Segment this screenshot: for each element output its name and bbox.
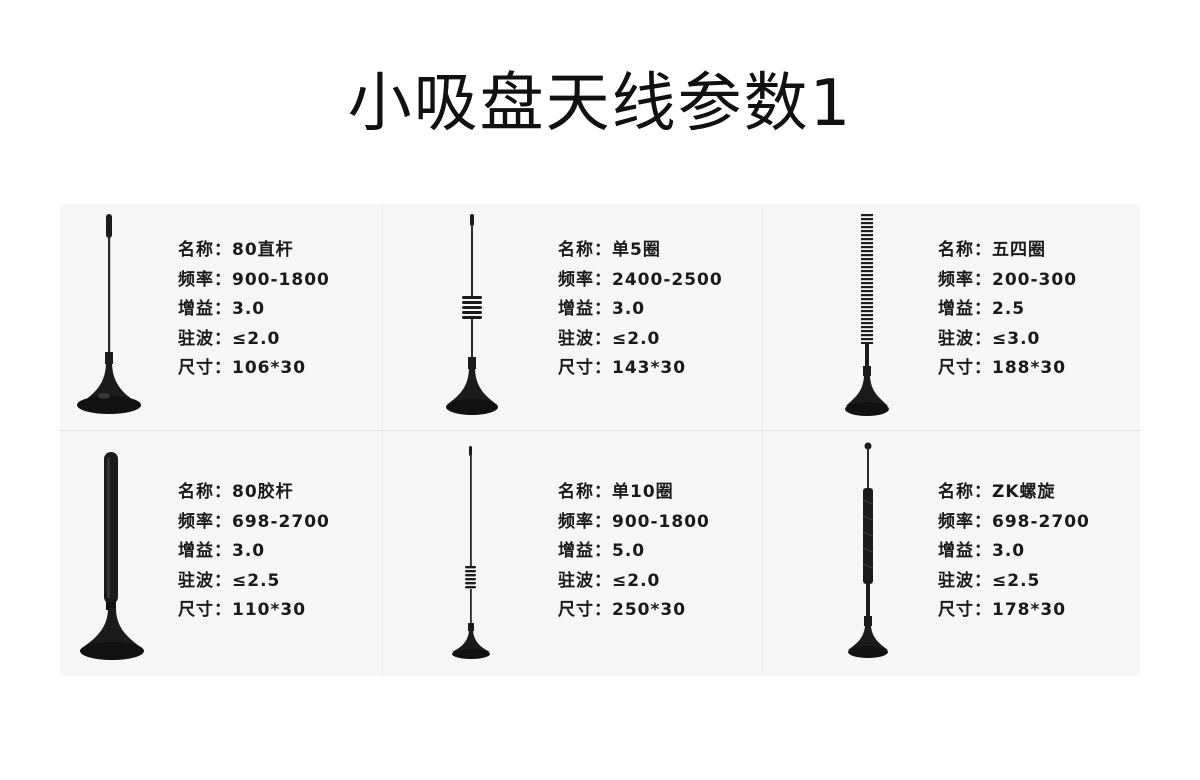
product-card-single-5-coil: 名称：单5圈 频率：2400-2500 增益：3.0 驻波：≤2.0 尺寸：14… [382,204,762,430]
spec-vswr: 驻波：≤2.5 [938,570,1041,591]
spec-frequency: 频率：200-300 [938,269,1078,290]
product-card-80-straight: 名称：80直杆 频率：900-1800 增益：3.0 驻波：≤2.0 尺寸：10… [60,204,382,430]
spiral-antenna-icon [848,442,888,658]
spec-list: 名称：五四圈 频率：200-300 增益：2.5 驻波：≤3.0 尺寸：188*… [938,236,1077,384]
page-title: 小吸盘天线参数1 [347,67,853,141]
spec-gain: 增益：5.0 [558,541,646,562]
product-card-zk-spiral: 名称：ZK螺旋 频率：698-2700 增益：3.0 驻波：≤2.5 尺寸：17… [762,430,1140,676]
spec-name: 名称：80胶杆 [178,482,294,502]
spec-frequency: 频率：2400-2500 [558,269,723,290]
product-card-80-rubber: 名称：80胶杆 频率：698-2700 增益：3.0 驻波：≤2.5 尺寸：11… [60,430,382,676]
spec-name: 名称：单5圈 [558,240,661,260]
straight-whip-antenna-icon [77,214,141,414]
rubber-rod-antenna-icon [80,452,144,660]
spec-frequency: 频率：900-1800 [558,511,710,532]
product-sheet: 名称：80直杆 频率：900-1800 增益：3.0 驻波：≤2.0 尺寸：10… [60,204,1140,676]
spec-vswr: 驻波：≤3.0 [938,328,1041,349]
row-divider [60,430,1140,431]
spec-size: 尺寸：110*30 [178,600,307,621]
spec-size: 尺寸：178*30 [938,600,1067,621]
column-divider [762,204,763,676]
spec-size: 尺寸：143*30 [558,358,687,379]
spec-list: 名称：单10圈 频率：900-1800 增益：5.0 驻波：≤2.0 尺寸：25… [558,478,710,626]
column-divider [382,204,383,676]
spec-size: 尺寸：250*30 [558,600,687,621]
spec-frequency: 频率：698-2700 [178,511,330,532]
spec-frequency: 频率：698-2700 [938,511,1090,532]
spec-size: 尺寸：106*30 [178,358,307,379]
spec-vswr: 驻波：≤2.0 [558,328,661,349]
spec-name: 名称：ZK螺旋 [938,482,1056,502]
spec-list: 名称：80直杆 频率：900-1800 增益：3.0 驻波：≤2.0 尺寸：10… [178,236,330,384]
spec-frequency: 频率：900-1800 [178,269,330,290]
spec-vswr: 驻波：≤2.0 [178,328,281,349]
spec-vswr: 驻波：≤2.5 [178,570,281,591]
spec-list: 名称：单5圈 频率：2400-2500 增益：3.0 驻波：≤2.0 尺寸：14… [558,236,723,384]
product-card-5-4-coil: 名称：五四圈 频率：200-300 增益：2.5 驻波：≤3.0 尺寸：188*… [762,204,1140,430]
spec-vswr: 驻波：≤2.0 [558,570,661,591]
spec-list: 名称：ZK螺旋 频率：698-2700 增益：3.0 驻波：≤2.5 尺寸：17… [938,478,1090,626]
spec-gain: 增益：3.0 [178,541,266,562]
spec-size: 尺寸：188*30 [938,358,1067,379]
spec-gain: 增益：3.0 [938,541,1026,562]
product-card-single-10-coil: 名称：单10圈 频率：900-1800 增益：5.0 驻波：≤2.0 尺寸：25… [382,430,762,676]
ten-coil-antenna-icon [452,446,490,659]
spec-list: 名称：80胶杆 频率：698-2700 增益：3.0 驻波：≤2.5 尺寸：11… [178,478,330,626]
spring-coil-antenna-icon [845,214,889,416]
spec-gain: 增益：2.5 [938,299,1026,320]
spec-name: 名称：80直杆 [178,240,294,260]
spec-name: 名称：单10圈 [558,482,674,502]
single-coil-antenna-icon [446,214,498,415]
spec-gain: 增益：3.0 [178,299,266,320]
spec-gain: 增益：3.0 [558,299,646,320]
spec-name: 名称：五四圈 [938,240,1046,260]
